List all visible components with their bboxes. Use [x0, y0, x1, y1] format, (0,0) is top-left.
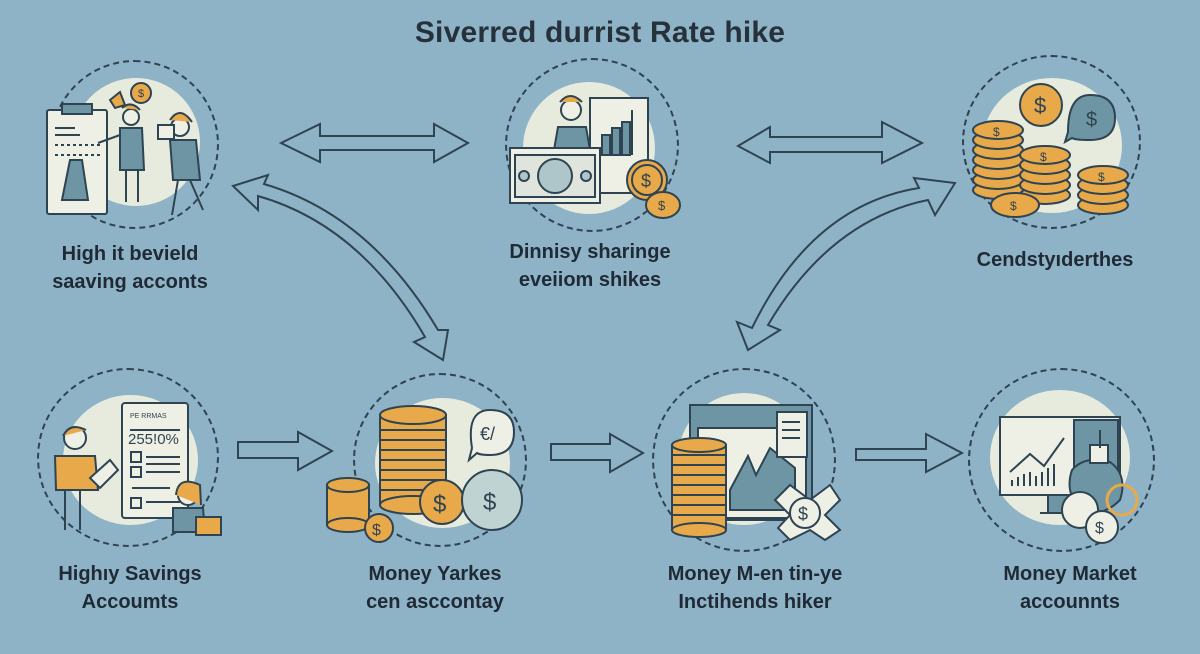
dashed-ring	[968, 368, 1155, 552]
node-bottom-4: $ Money Market accounnts	[950, 360, 1190, 620]
double-arrow-icon	[735, 120, 925, 165]
node-bottom-1: PE RRMAS 255!0% Highıy Savings Accoumts	[20, 360, 240, 620]
right-arrow-icon	[855, 432, 965, 474]
people-with-clipboard-icon: $	[46, 82, 204, 216]
dollar-icon: $	[1095, 520, 1104, 537]
dollar-icon: $	[1034, 93, 1046, 118]
dollar-icon: $	[138, 88, 144, 100]
coin-stack-with-currency-bubble-icon: $ $ €/ $	[326, 405, 523, 543]
node-label-line1: Highıy Savings	[58, 563, 202, 585]
node-label-line1: Dinnisy sharinge	[509, 241, 671, 263]
dollar-icon: $	[1040, 150, 1047, 164]
dollar-icon: $	[483, 489, 496, 516]
dashed-ring	[37, 368, 219, 547]
node-label-line2: saaving acconts	[52, 271, 208, 293]
node-label-line2: Inctihends hiker	[678, 591, 832, 613]
node-bottom-3: $ Money M-en tin-ye Inctihends hiker	[630, 360, 880, 620]
dollar-icon: $	[1086, 109, 1097, 131]
dashed-ring	[353, 373, 527, 547]
dollar-icon: $	[372, 522, 381, 539]
curved-double-arrow-icon	[735, 176, 957, 352]
coins-with-chart-screen-icon: $	[671, 404, 842, 542]
dashed-ring	[652, 368, 836, 552]
double-arrow-icon	[278, 122, 471, 164]
node-label-line1: Money Market	[1003, 563, 1137, 585]
banker-with-money-chart-icon: $ $	[509, 95, 681, 219]
node-label-line2: eveiiom shikes	[518, 269, 662, 291]
node-label-line1: Money Yarkes	[368, 563, 502, 585]
curved-double-arrow-icon	[231, 173, 450, 362]
node-top-right: $ $ $ $ $ $ Cendstyıderthes	[940, 50, 1190, 280]
node-bottom-2: $ $ €/ $ Money Yarkes cen asccontay	[320, 360, 550, 620]
coin-stacks-icon: $ $ $ $ $ $	[972, 83, 1129, 218]
people-with-rate-document-icon: PE RRMAS 255!0%	[53, 402, 222, 536]
dollar-icon: $	[641, 171, 651, 191]
node-top-center: $ $ Dinnisy sharinge eveiiom shikes	[460, 50, 720, 300]
node-label-line2: Accoumts	[81, 591, 179, 613]
right-arrow-icon	[550, 432, 646, 474]
node-label-line1: Cendstyıderthes	[976, 249, 1134, 271]
node-label-line1: High it bevield	[61, 243, 199, 265]
dollar-icon: $	[798, 504, 808, 524]
dollar-icon: $	[993, 125, 1000, 139]
dollar-icon: $	[658, 198, 666, 213]
document-header: PE RRMAS	[130, 413, 167, 420]
dollar-icon: $	[1010, 199, 1017, 213]
monitor-growth-chart-icon: $	[999, 416, 1139, 544]
node-label-line2: accounnts	[1019, 591, 1121, 613]
diagram-title: Siverred durrist Rate hike	[414, 16, 786, 49]
node-top-left: $ High it bevield saaving acconts	[20, 60, 260, 300]
right-arrow-icon	[237, 430, 335, 472]
dashed-ring	[505, 58, 679, 232]
dollar-icon: $	[433, 491, 446, 518]
rate-value: 255!0%	[128, 431, 179, 448]
dollar-icon: $	[1098, 170, 1105, 184]
node-label-line1: Money M-en tin-ye	[667, 563, 843, 585]
node-label-line2: cen asccontay	[366, 591, 504, 613]
dashed-ring	[962, 55, 1141, 229]
euro-bubble-icon: €/	[480, 424, 495, 444]
